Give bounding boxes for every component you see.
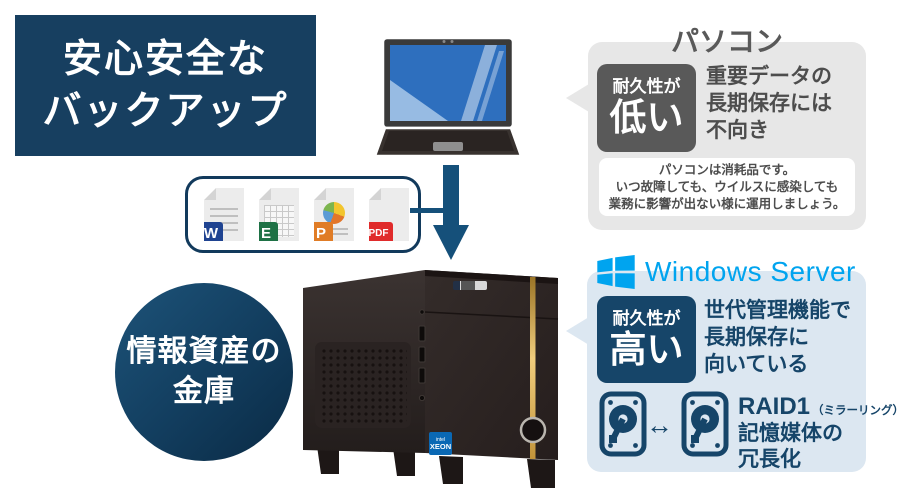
word-doc-icon: W (204, 188, 244, 241)
intel-label: intel (435, 436, 446, 443)
pdf-doc-icon: PDF (369, 188, 409, 241)
pc-claim-line: 重要データの (706, 65, 832, 88)
powerpoint-doc-icon: P (314, 188, 354, 241)
server-claim-line: 長期保存に (704, 326, 809, 349)
server-claim-text: 世代管理機能で 長期保存に 向いている (704, 297, 851, 378)
server-foot (393, 448, 415, 476)
pc-claim-line: 不向き (706, 119, 769, 142)
laptop-icon (373, 36, 523, 158)
excel-badge: E (259, 222, 278, 241)
windows-flag-icon (597, 255, 635, 289)
raid-desc-line: 記憶媒体の (738, 422, 843, 445)
server-gold-stripe (530, 277, 536, 459)
pc-panel-tail (566, 84, 589, 112)
mirror-arrow-icon: ↔ (646, 410, 673, 440)
powerpoint-badge: P (314, 222, 333, 241)
pc-claim-line: 長期保存には (706, 92, 832, 115)
vault-line-2: 金庫 (173, 375, 235, 408)
server-illustration (303, 270, 559, 488)
xeon-label: XEON (429, 441, 452, 451)
powerpoint-pie-chart (323, 202, 345, 224)
durability-high-top: 耐久性が (612, 308, 681, 328)
windows-server-label: Windows Server (645, 256, 856, 287)
windows-server-logo: Windows Server (597, 254, 856, 290)
intel-xeon-badge: intel XEON (429, 432, 452, 455)
excel-doc-icon: E (259, 188, 299, 241)
pc-heading: パソコン (670, 26, 783, 57)
powerpoint-doc-lines (320, 228, 348, 237)
title-banner: 安心安全な バックアップ (15, 15, 316, 156)
server-claim-line: 向いている (704, 353, 809, 376)
files-box: W E P PDF (185, 176, 421, 253)
durability-low-top: 耐久性が (612, 77, 681, 96)
title-line-1: 安心安全な (62, 37, 268, 81)
server-brand-badge (453, 281, 487, 290)
durability-high-main: 高い (609, 328, 684, 370)
pc-claim-text: 重要データの 長期保存には 不向き (706, 63, 832, 144)
pc-note-line: 業務に影響が出ない様に運用しましょう。 (608, 196, 846, 211)
download-arrow-icon (410, 165, 469, 260)
raid-desc-line: 冗長化 (738, 448, 801, 471)
server-claim-line: 世代管理機能で (704, 299, 851, 322)
raid1-label: RAID1 (738, 393, 811, 420)
durability-low-main: 低い (609, 97, 684, 138)
server-foot (317, 446, 339, 474)
durability-low-badge: 耐久性が 低い (597, 64, 696, 152)
durability-high-badge: 耐久性が 高い (597, 296, 696, 383)
server-power-button (519, 416, 547, 444)
word-badge: W (204, 222, 223, 241)
hdd-icon (681, 391, 729, 457)
mirroring-label: （ミラーリング） (812, 405, 900, 417)
vault-circle: 情報資産の 金庫 (115, 283, 293, 461)
raid-text-block: RAID1 （ミラーリング） 記憶媒体の 冗長化 (738, 393, 900, 473)
server-foot (527, 459, 555, 488)
server-panel-tail (566, 317, 589, 345)
server-foot (439, 456, 463, 484)
pdf-badge: PDF (369, 222, 393, 241)
title-line-2: バックアップ (42, 89, 289, 133)
hdd-icon (599, 391, 647, 457)
pc-note-line: いつ故障しても、ウイルスに感染しても (615, 179, 839, 194)
vault-line-1: 情報資産の (126, 335, 282, 368)
pc-note-box: パソコンは消耗品です。 いつ故障しても、ウイルスに感染しても 業務に影響が出ない… (599, 158, 855, 216)
pc-note-line: パソコンは消耗品です。 (658, 162, 796, 177)
